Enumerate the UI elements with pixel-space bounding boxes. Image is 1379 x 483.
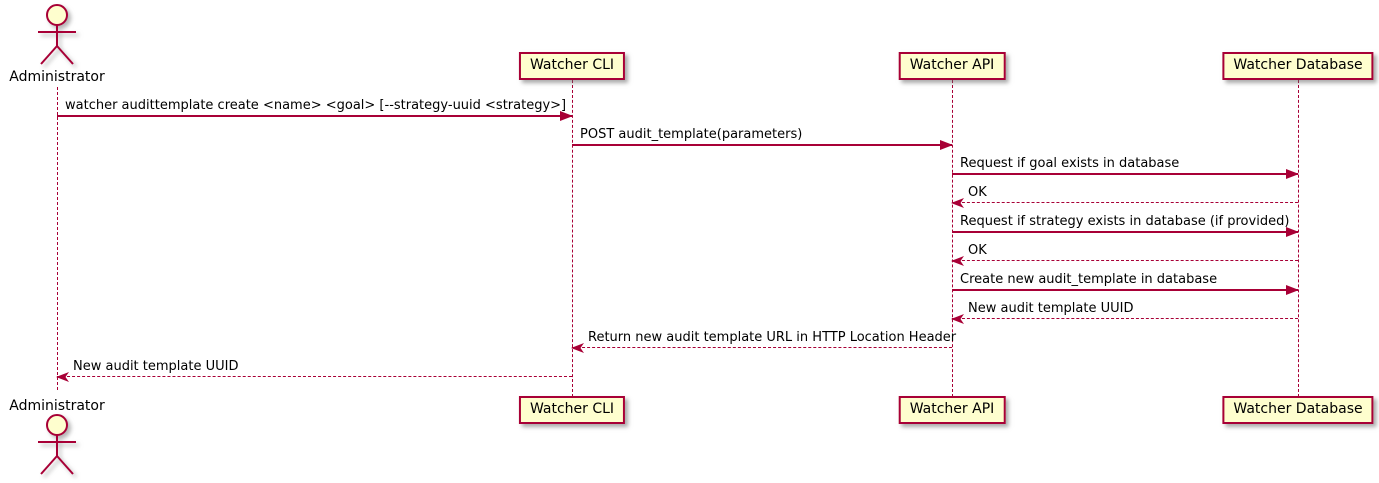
message-ok-goal: OK [951,182,1298,208]
message-new-uuid-to-admin: New audit template UUID [56,356,572,382]
message-line [952,173,1298,175]
arrowhead-icon [940,140,953,150]
message-request-strategy-exists: Request if strategy exists in database (… [952,211,1299,237]
administrator-label-bottom: Administrator [9,398,105,414]
participant-watcher-api-bottom: Watcher API [898,396,1006,424]
message-line [572,347,952,348]
message-label: Request if goal exists in database [960,156,1180,171]
arrowhead-icon [56,372,69,382]
arrowhead-icon [1286,285,1299,295]
message-line [952,202,1298,203]
message-create-new-audit-template: Create new audit_template in database [952,269,1299,295]
message-line [572,144,952,146]
message-line [952,231,1298,233]
message-label: New audit template UUID [73,359,239,374]
lifeline-administrator [57,87,58,390]
message-label: watcher audittemplate create <name> <goa… [65,98,567,113]
message-label: OK [968,185,987,200]
participant-watcher-database-top: Watcher Database [1222,52,1374,80]
message-create-audittemplate: watcher audittemplate create <name> <goa… [57,95,573,121]
participant-watcher-database-bottom: Watcher Database [1222,396,1374,424]
participant-watcher-cli-top: Watcher CLI [518,52,626,80]
message-line [952,260,1298,261]
arrowhead-icon [1286,169,1299,179]
message-post-audit-template: POST audit_template(parameters) [572,124,953,150]
arrowhead-icon [951,198,964,208]
message-label: Request if strategy exists in database (… [960,214,1290,229]
message-ok-strategy: OK [951,240,1298,266]
message-return-url-location-header: Return new audit template URL in HTTP Lo… [571,327,956,353]
message-label: Create new audit_template in database [960,272,1218,287]
participant-watcher-api-top: Watcher API [898,52,1006,80]
administrator-actor-icon [38,4,76,65]
lifeline-watcher-cli [572,80,573,397]
arrowhead-icon [560,111,573,121]
message-line [952,318,1298,319]
message-new-uuid-from-db: New audit template UUID [951,298,1298,324]
message-label: POST audit_template(parameters) [580,127,803,142]
message-label: New audit template UUID [968,301,1134,316]
message-line [57,115,572,117]
message-line [952,289,1298,291]
administrator-actor-icon [38,414,76,475]
lifeline-watcher-api [952,80,953,397]
lifeline-watcher-database [1298,80,1299,397]
message-line [57,376,572,377]
arrowhead-icon [571,343,584,353]
message-label: Return new audit template URL in HTTP Lo… [588,330,957,345]
arrowhead-icon [951,314,964,324]
message-request-goal-exists: Request if goal exists in database [952,153,1299,179]
participant-watcher-cli-bottom: Watcher CLI [518,396,626,424]
arrowhead-icon [1286,227,1299,237]
arrowhead-icon [951,256,964,266]
message-label: OK [968,243,987,258]
administrator-label-top: Administrator [9,69,105,85]
